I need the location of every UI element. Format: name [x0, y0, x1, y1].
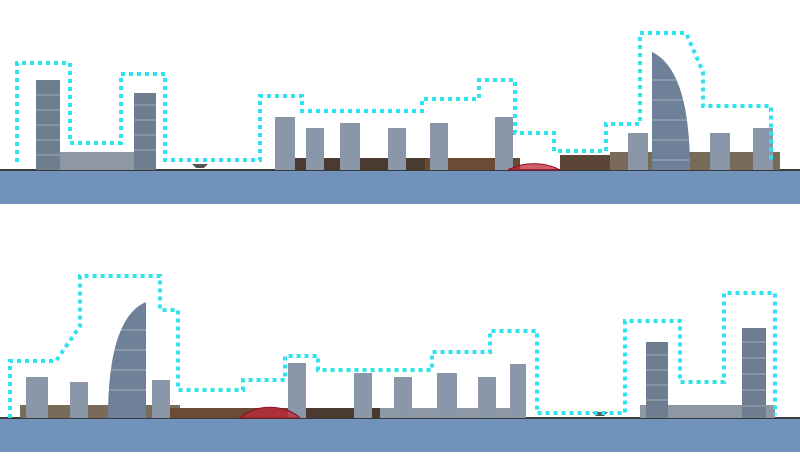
tower: [753, 128, 773, 170]
tower: [388, 128, 406, 170]
tower: [742, 328, 766, 418]
tower: [134, 93, 156, 170]
upper-elevation-drawing: [0, 31, 800, 204]
skyline-outline: [8, 274, 777, 418]
tower: [394, 377, 412, 418]
dome-structure: [238, 406, 302, 419]
tower-group: [26, 302, 766, 418]
tower: [340, 123, 360, 170]
dome-structure: [506, 163, 562, 171]
tower: [70, 382, 88, 418]
tower: [478, 377, 496, 418]
tower: [306, 128, 324, 170]
sail-tower: [652, 52, 690, 170]
skyline-outline: [15, 31, 773, 162]
tower: [628, 133, 648, 170]
tower: [437, 373, 457, 418]
tower: [710, 133, 730, 170]
tower: [152, 380, 170, 418]
boat: [192, 164, 208, 168]
tower: [275, 117, 295, 170]
water-band: [0, 418, 800, 452]
tower: [510, 364, 526, 418]
tower: [288, 363, 306, 418]
sail-tower: [108, 302, 146, 418]
lower-elevation-drawing: [0, 274, 800, 452]
window-lines: [36, 79, 690, 161]
upper-elevation-panel: [0, 31, 800, 204]
tower: [36, 80, 60, 170]
tower: [430, 123, 448, 170]
tower: [495, 117, 513, 170]
tower: [26, 377, 48, 418]
window-lines: [108, 329, 766, 407]
lower-elevation-panel: [0, 230, 800, 460]
water-band: [0, 170, 800, 204]
tower-group: [36, 52, 773, 170]
tower: [646, 342, 668, 418]
tower: [354, 373, 372, 418]
